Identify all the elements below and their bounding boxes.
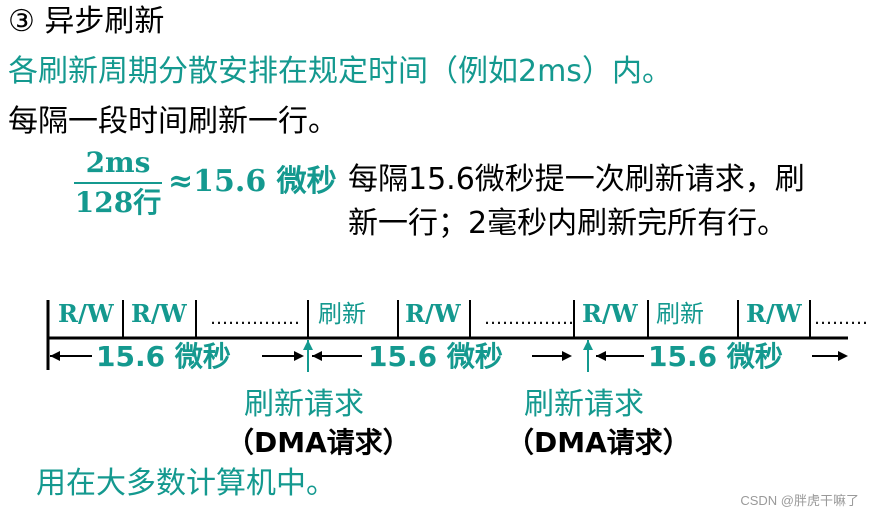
refresh-request-label: 刷新请求 [524,387,644,422]
segment-label: R/W [405,299,462,328]
fraction-numerator: 2ms [85,146,151,179]
segment-label: R/W [131,299,188,328]
watermark: CSDN @胖虎干嘛了 [740,493,859,508]
segment-label: R/W [582,299,639,328]
segment-label: R/W [746,299,803,328]
segment-dots: ……… [814,308,868,329]
footer-text: 用在大多数计算机中。 [36,466,336,501]
fraction-denominator: 128行 [74,186,162,219]
svg-text:15.6 微秒: 15.6 微秒 [96,340,231,373]
svg-text:15.6 微秒: 15.6 微秒 [368,340,503,373]
segment-dots: …………… [210,308,300,329]
segment-label-refresh: 刷新 [318,300,366,328]
section-heading: ③ 异步刷新 [8,4,165,39]
note-line-1: 每隔15.6微秒提一次刷新请求，刷 [348,162,805,197]
description-line-2: 每隔一段时间刷新一行。 [8,104,338,139]
dma-request-label: （DMA请求） [506,426,691,459]
fraction-bar [74,182,162,184]
segment-label-refresh: 刷新 [656,300,704,328]
span-arrow-3: 15.6 微秒 [596,340,848,373]
note-line-2: 新一行；2毫秒内刷新完所有行。 [348,206,788,241]
approx-value: ≈15.6 微秒 [168,164,337,199]
description-line-1: 各刷新周期分散安排在规定时间（例如2ms）内。 [8,54,672,89]
segment-label: R/W [58,299,115,328]
span-arrow-1: 15.6 微秒 [50,340,304,373]
segment-dots: …………… [484,308,574,329]
svg-text:15.6 微秒: 15.6 微秒 [648,340,783,373]
fraction: 2ms 128行 [74,146,162,220]
dma-request-label: （DMA请求） [226,426,411,459]
request-arrow-2 [583,340,593,372]
span-arrow-2: 15.6 微秒 [312,340,572,373]
request-arrow-1 [303,340,313,372]
refresh-request-label: 刷新请求 [244,387,364,422]
